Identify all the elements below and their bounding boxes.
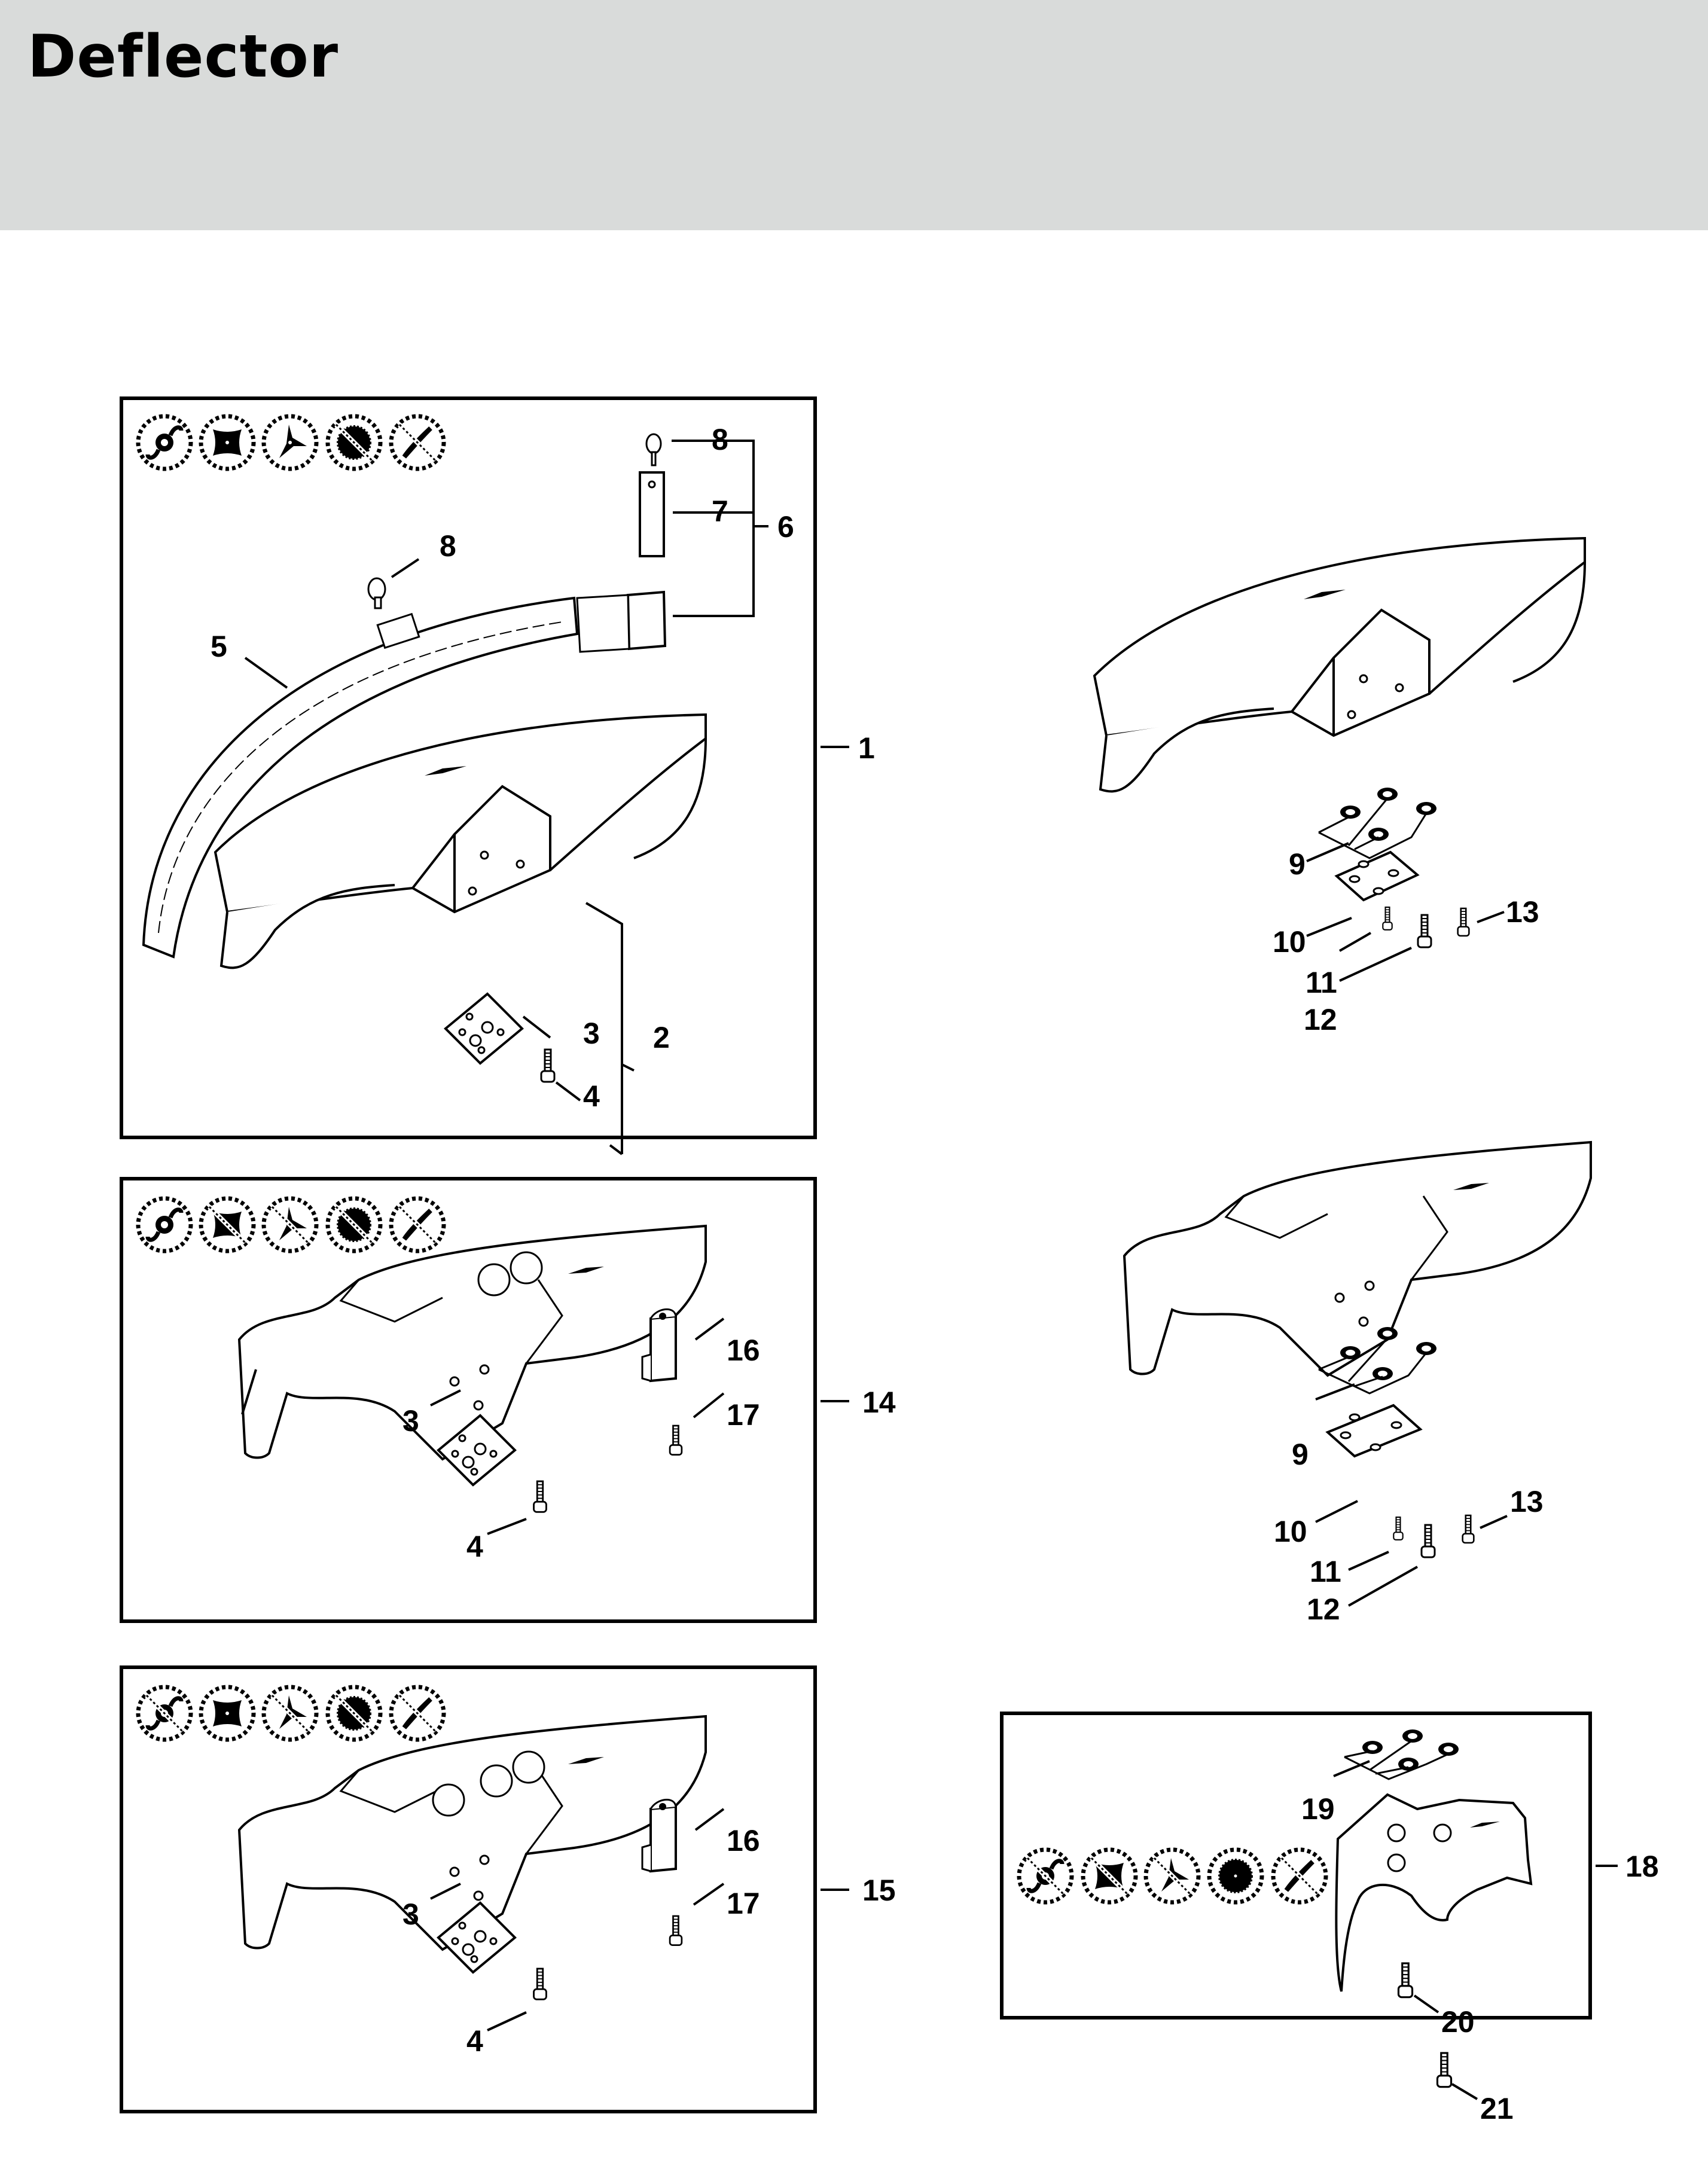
part-4-screw bbox=[533, 1480, 547, 1513]
part-5-guard-strip bbox=[142, 596, 579, 959]
upper-right-screw-13 bbox=[1457, 907, 1470, 937]
part-3-plate bbox=[444, 993, 523, 1064]
part-17-screw bbox=[669, 1424, 683, 1456]
middle-right-washers bbox=[1318, 1327, 1436, 1395]
middle-right-leaders bbox=[1315, 1383, 1508, 1607]
upper-right-deflector bbox=[1093, 537, 1586, 793]
saw-blade-prohibited-icon bbox=[328, 416, 380, 469]
two-tooth-blade-prohibited-icon bbox=[391, 1198, 444, 1251]
frame-15-tool-icons bbox=[138, 1687, 444, 1740]
grass-knife-prohibited-icon bbox=[1019, 1850, 1072, 1902]
part-14-stickers bbox=[477, 1251, 543, 1297]
callout-4: 4 bbox=[466, 1530, 483, 1563]
upper-right-callouts: 9 10 11 12 13 bbox=[1273, 847, 1539, 1036]
callout-18: 18 bbox=[1625, 1850, 1659, 1883]
frame-1-tool-icons bbox=[138, 416, 444, 469]
page-title: Deflector bbox=[28, 23, 339, 91]
three-tooth-blade-prohibited-icon bbox=[264, 1687, 316, 1740]
callout-17: 17 bbox=[727, 1887, 760, 1920]
saw-blade-icon bbox=[1209, 1850, 1262, 1902]
upper-right-screw-11 bbox=[1382, 906, 1393, 931]
callout-12: 12 bbox=[1304, 1003, 1337, 1036]
frame-14-callouts: 16 17 3 4 14 bbox=[402, 1334, 896, 1563]
frame-1-leaders bbox=[244, 440, 849, 1155]
three-tooth-blade-icon bbox=[264, 416, 316, 469]
callout-17: 17 bbox=[727, 1398, 760, 1432]
callout-5: 5 bbox=[211, 630, 227, 663]
frame-18-tool-icons bbox=[1019, 1850, 1326, 1902]
frame-18-leaders bbox=[1333, 1760, 1618, 2100]
upper-right-screw-12 bbox=[1417, 914, 1432, 948]
callout-14: 14 bbox=[862, 1386, 896, 1419]
middle-right-plate-10 bbox=[1325, 1404, 1423, 1458]
callout-20: 20 bbox=[1441, 2005, 1475, 2039]
four-tooth-blade-icon bbox=[201, 1687, 254, 1740]
callout-13: 13 bbox=[1510, 1485, 1544, 1518]
callout-15: 15 bbox=[862, 1874, 896, 1907]
part-18-deflector bbox=[1335, 1793, 1533, 1992]
grass-knife-prohibited-icon bbox=[138, 1687, 191, 1740]
frame-18-callouts: 19 20 21 18 bbox=[1301, 1792, 1659, 2125]
callout-6: 6 bbox=[777, 510, 794, 544]
callout-11: 11 bbox=[1306, 966, 1337, 999]
callout-8: 8 bbox=[712, 423, 728, 456]
callout-13: 13 bbox=[1506, 895, 1539, 929]
grass-knife-icon bbox=[138, 1198, 191, 1251]
callout-3: 3 bbox=[583, 1017, 600, 1050]
part-20-screw bbox=[1397, 1962, 1414, 1999]
four-tooth-blade-prohibited-icon bbox=[201, 1198, 254, 1251]
upper-right-plate-10 bbox=[1334, 850, 1420, 902]
part-15-stickers bbox=[432, 1750, 545, 1817]
middle-right-screw-13 bbox=[1462, 1514, 1475, 1544]
saw-blade-prohibited-icon bbox=[328, 1198, 380, 1251]
frame-14-tool-icons bbox=[138, 1198, 444, 1251]
frame-15-leaders bbox=[430, 1808, 849, 2031]
callout-16: 16 bbox=[727, 1824, 760, 1857]
callout-11: 11 bbox=[1310, 1555, 1341, 1588]
part-4-screw bbox=[540, 1048, 556, 1083]
part-17-screw bbox=[669, 1915, 683, 1946]
callout-4: 4 bbox=[466, 2024, 483, 2058]
frame-15-callouts: 16 17 3 4 15 bbox=[402, 1824, 896, 2058]
part-6-bracket-assembly bbox=[576, 433, 667, 653]
callout-3: 3 bbox=[402, 1898, 419, 1931]
callout-3: 3 bbox=[402, 1404, 419, 1438]
callout-4: 4 bbox=[583, 1079, 600, 1113]
callout-21: 21 bbox=[1480, 2092, 1514, 2125]
page-header: Deflector bbox=[0, 0, 1708, 230]
callout-10: 10 bbox=[1274, 1515, 1307, 1548]
callout-19: 19 bbox=[1301, 1792, 1335, 1826]
saw-blade-prohibited-icon bbox=[328, 1687, 380, 1740]
middle-right-screw-12 bbox=[1420, 1524, 1436, 1558]
callout-7: 7 bbox=[712, 495, 728, 528]
part-8-screw bbox=[367, 577, 386, 609]
callout-9: 9 bbox=[1289, 847, 1306, 881]
upper-right-leaders bbox=[1306, 842, 1505, 982]
callout-1: 1 bbox=[858, 731, 875, 765]
frame-14-leaders bbox=[241, 1317, 849, 1535]
four-tooth-blade-prohibited-icon bbox=[1083, 1850, 1136, 1902]
grass-knife-icon bbox=[138, 416, 191, 469]
part-4-screw bbox=[533, 1967, 547, 2000]
three-tooth-blade-prohibited-icon bbox=[1146, 1850, 1198, 1902]
two-tooth-blade-prohibited-icon bbox=[391, 416, 444, 469]
middle-right-callouts: 9 10 11 12 13 bbox=[1274, 1438, 1544, 1626]
callout-9: 9 bbox=[1292, 1438, 1309, 1471]
callout-8-loose: 8 bbox=[440, 529, 456, 563]
callout-2: 2 bbox=[653, 1021, 670, 1054]
four-tooth-blade-icon bbox=[201, 416, 254, 469]
two-tooth-blade-prohibited-icon bbox=[1273, 1850, 1326, 1902]
callout-10: 10 bbox=[1273, 925, 1306, 959]
callout-16: 16 bbox=[727, 1334, 760, 1367]
middle-right-screw-11 bbox=[1393, 1516, 1404, 1540]
part-21-screw bbox=[1436, 2052, 1453, 2088]
callout-12: 12 bbox=[1307, 1593, 1340, 1626]
three-tooth-blade-prohibited-icon bbox=[264, 1198, 316, 1251]
middle-right-deflector bbox=[1123, 1141, 1592, 1377]
frame-18-washers bbox=[1344, 1729, 1459, 1780]
two-tooth-blade-prohibited-icon bbox=[391, 1687, 444, 1740]
frame-1-callouts: 8 7 6 8 5 1 2 3 4 bbox=[211, 423, 875, 1113]
